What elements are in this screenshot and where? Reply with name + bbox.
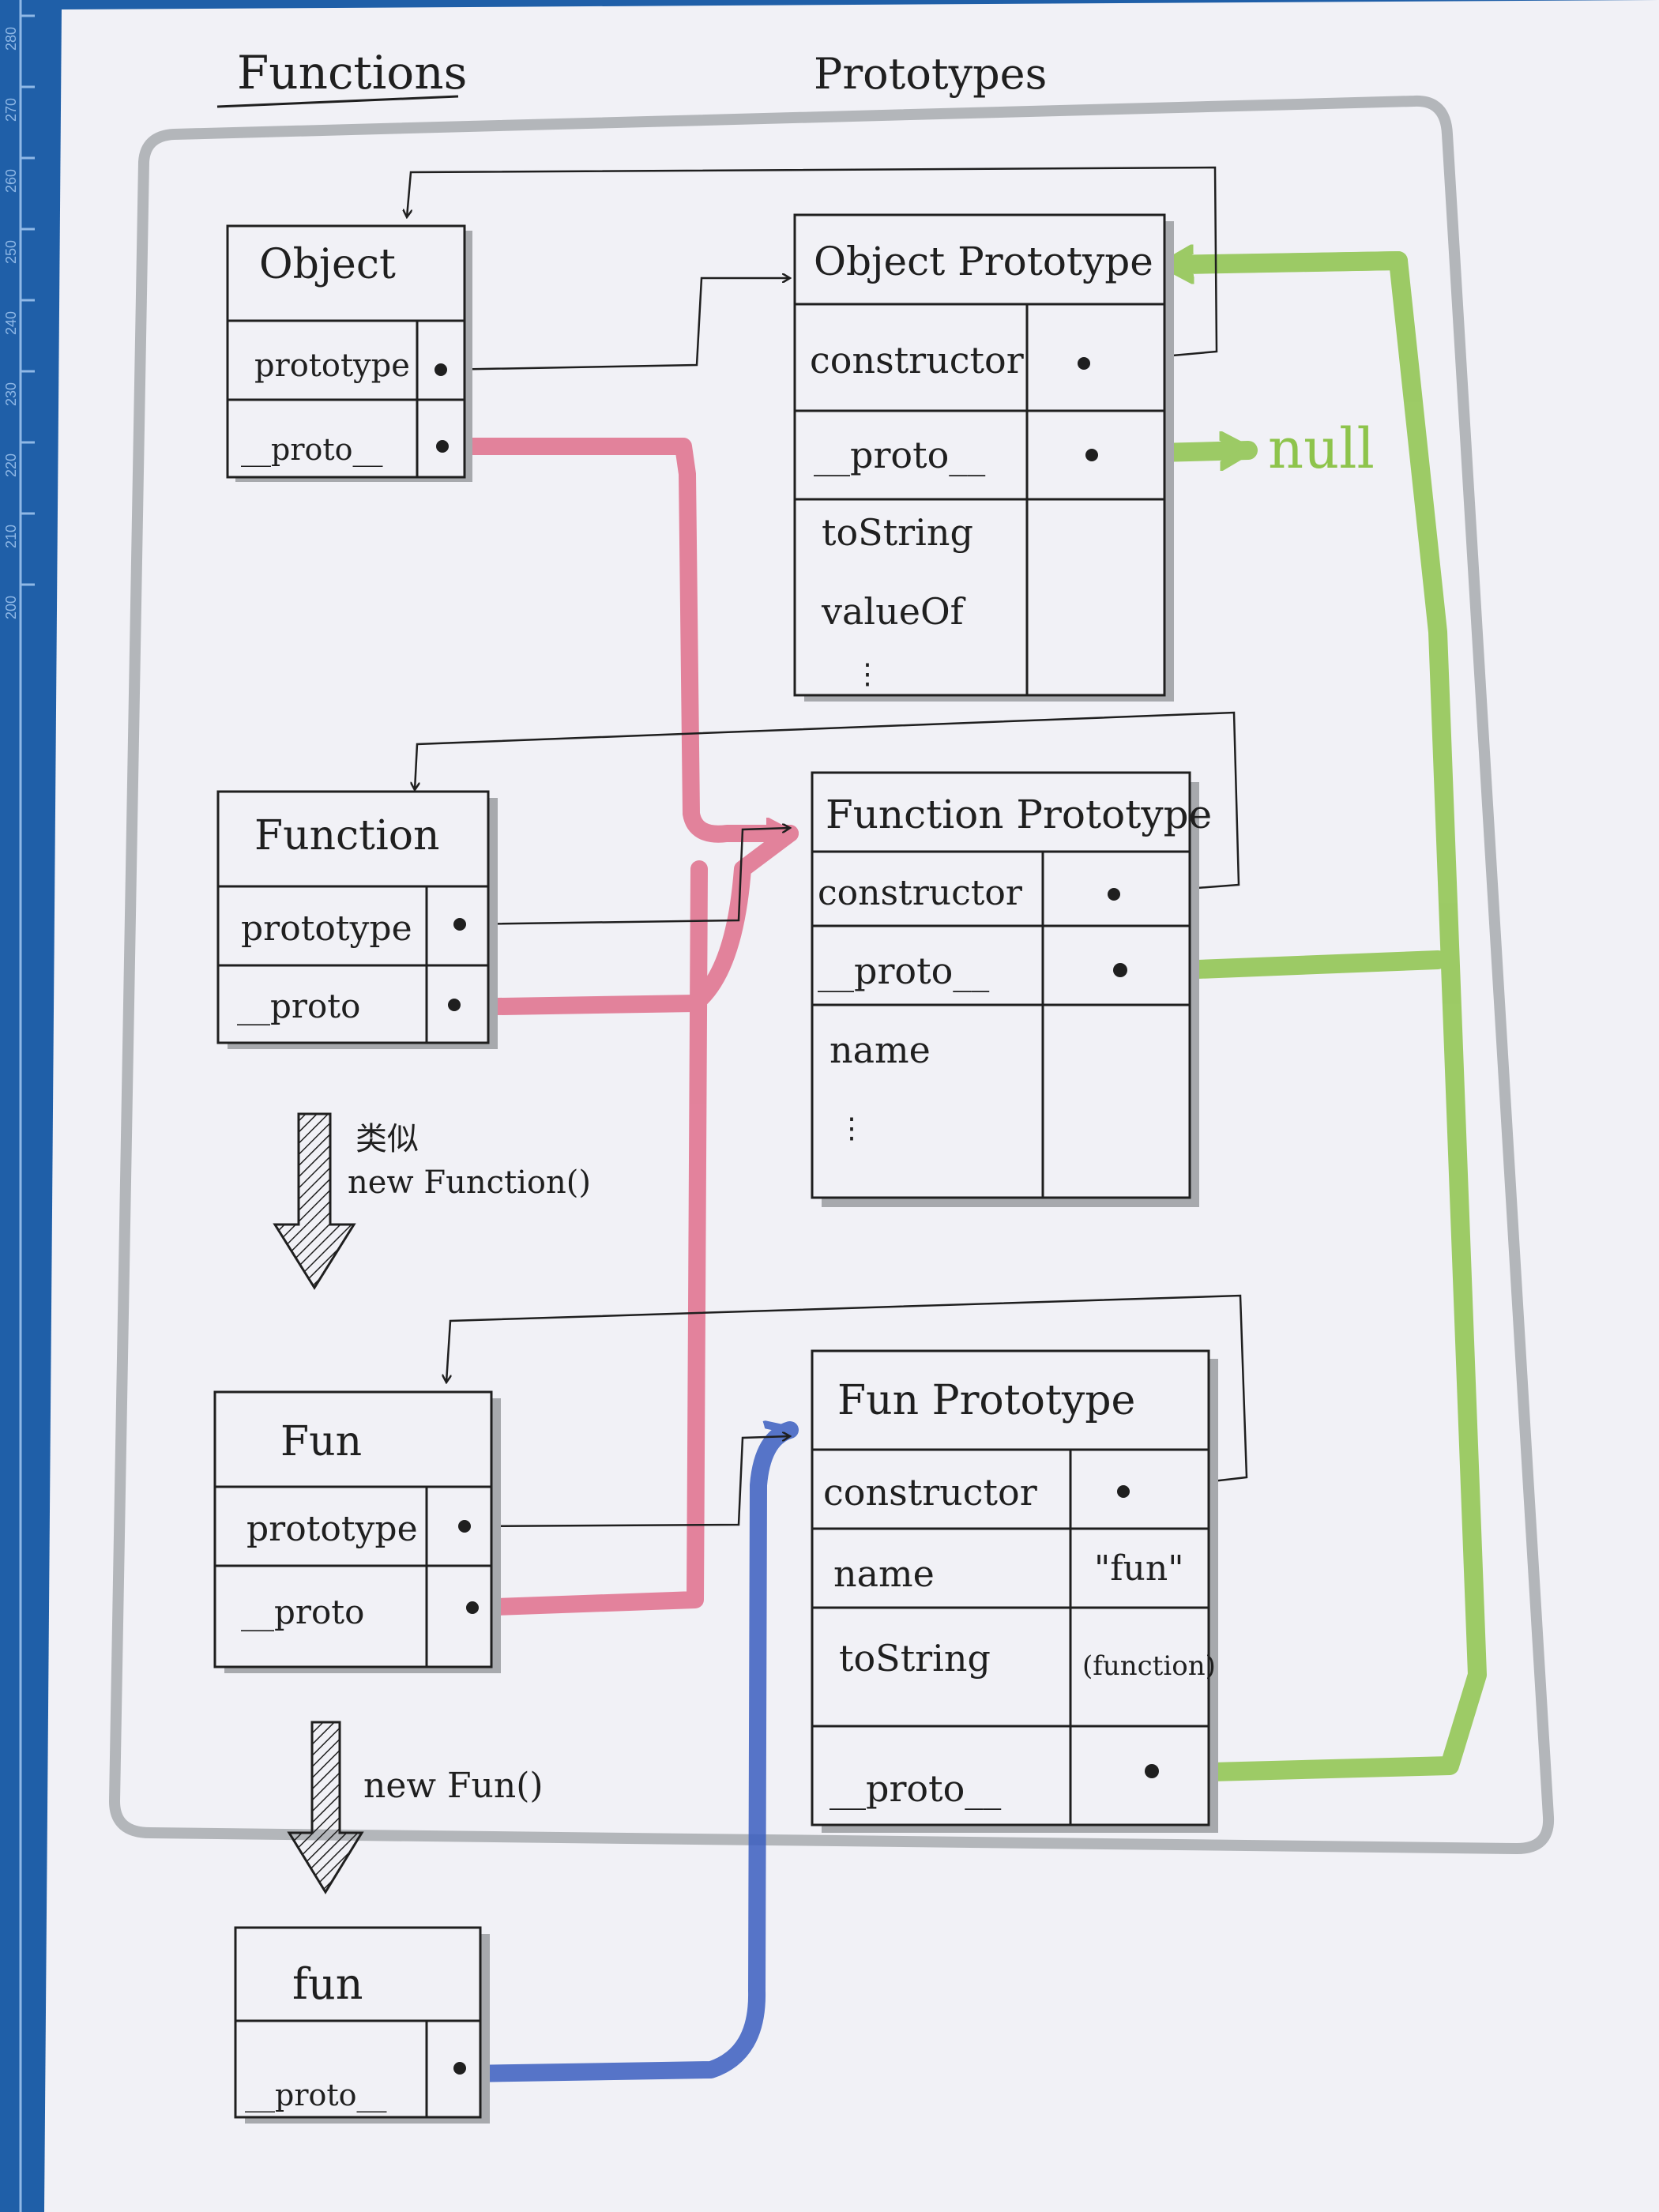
object-prototype-tostring-label: toString [822, 511, 973, 554]
fun-instance-title: fun [292, 1959, 363, 2009]
null-label: null [1268, 416, 1375, 481]
functions-header: Functions [237, 46, 467, 100]
function-title: Function [254, 812, 440, 860]
object-prototype-label: prototype [254, 348, 410, 384]
ruler-tick-label: 220 [3, 453, 19, 477]
fun-prototype-label: prototype [246, 1509, 418, 1549]
blue-proto-path [457, 1430, 799, 2082]
function-prototype-constructor-dot [1108, 888, 1120, 901]
functions-underline [216, 95, 459, 108]
fun-instance-proto-label: __proto__ [245, 2078, 387, 2113]
new-function-label: new Function() [348, 1164, 591, 1201]
object-prototype-valueof-label: valueOf [821, 590, 966, 633]
function-prototype-constructor-label: constructor [818, 873, 1023, 913]
prototype-links [440, 278, 790, 1528]
ruler-tick-label: 240 [3, 311, 19, 335]
fun-instance-proto-dot [453, 2062, 466, 2075]
ruler-tick-label: 270 [3, 98, 19, 122]
function-prototype-proto-dot [1113, 963, 1127, 977]
function-proto-dot [448, 999, 461, 1011]
mat-ruler: 280 270 260 250 240 230 220 210 200 [3, 0, 35, 2212]
new-fun-arrow [287, 1721, 364, 1894]
object-prototype-constructor-dot [1078, 357, 1090, 370]
object-box: Object prototype __proto__ [226, 224, 472, 482]
object-prototype-constructor-label: constructor [810, 339, 1024, 382]
object-prototype-box: Object Prototype constructor __proto__ t… [793, 213, 1174, 702]
object-proto-label: __proto__ [241, 432, 383, 468]
fun-prototype-tostring-label: toString [839, 1637, 991, 1680]
function-prototype-ellipsis: ⋮ [837, 1112, 866, 1145]
new-fun-label: new Fun() [363, 1766, 544, 1806]
fun-instance-box: fun __proto__ [234, 1926, 490, 2124]
object-prototype-title: Object Prototype [814, 239, 1153, 284]
fun-prototype-proto-dot [1145, 1764, 1159, 1778]
fun-prototype-title: Fun Prototype [837, 1377, 1135, 1424]
object-prototype-ellipsis: ⋮ [853, 658, 882, 690]
fun-box: Fun prototype __proto [213, 1390, 501, 1673]
fun-prototype-constructor-label: constructor [823, 1471, 1037, 1514]
function-prototype-box: Function Prototype constructor __proto__… [811, 771, 1212, 1207]
fun-prototype-tostring-value: (function) [1082, 1650, 1216, 1682]
new-function-arrow [273, 1112, 356, 1290]
function-prototype-name-label: name [830, 1029, 931, 1071]
fun-proto-dot [466, 1601, 479, 1614]
pink-proto-path [434, 438, 799, 1616]
fun-prototype-box: Fun Prototype constructor name toString … [811, 1349, 1218, 1833]
object-prototype-proto-dot [1085, 449, 1098, 461]
ruler-tick-label: 200 [3, 596, 19, 619]
function-prototype-label: prototype [241, 908, 412, 949]
object-proto-dot [436, 440, 449, 453]
function-prototype-title: Function Prototype [826, 792, 1212, 837]
object-title: Object [259, 241, 396, 288]
fun-prototype-constructor-dot [1117, 1485, 1130, 1498]
ruler-tick-label: 230 [3, 382, 19, 406]
ruler-tick-label: 250 [3, 240, 19, 264]
object-prototype-proto-label: __proto__ [814, 434, 985, 476]
fun-prototype-proto-label: __proto__ [830, 1767, 1001, 1810]
object-prototype-dot [434, 363, 447, 376]
ruler-tick-label: 260 [3, 169, 19, 193]
function-proto-label: __proto [237, 987, 360, 1025]
new-function-cn-label: 类似 [356, 1121, 419, 1157]
enclosing-frame [109, 95, 1555, 1854]
function-prototype-dot [453, 918, 466, 931]
fun-prototype-dot [458, 1520, 471, 1533]
ruler-tick-label: 280 [3, 27, 19, 51]
ruler-tick-label: 210 [3, 525, 19, 548]
fun-prototype-name-value: "fun" [1094, 1548, 1183, 1589]
prototypes-header: Prototypes [814, 49, 1047, 99]
fun-proto-label: __proto [241, 1593, 364, 1631]
function-prototype-proto-label: __proto__ [818, 950, 989, 992]
function-box: Function prototype __proto [216, 790, 498, 1049]
fun-prototype-name-label: name [833, 1552, 935, 1595]
fun-title: Fun [280, 1418, 362, 1465]
